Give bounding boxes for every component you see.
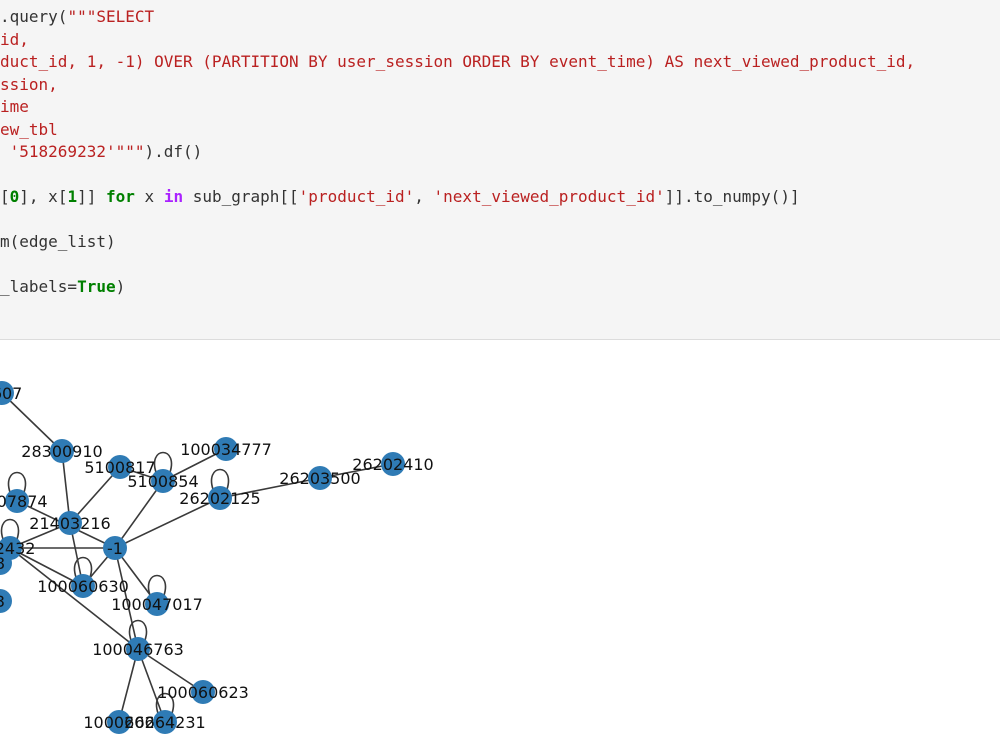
code-token: 0: [9, 187, 20, 206]
graph-self-loop: [0, 518, 20, 543]
code-token: ssion,: [0, 74, 58, 94]
graph-self-loop: [147, 574, 167, 599]
code-line: [0], x[1]] for x in sub_graph[['product_…: [0, 186, 800, 208]
graph-node-label: 0607: [0, 384, 22, 403]
graph-edge: [137, 648, 204, 693]
graph-node-label: 5100817: [84, 458, 155, 477]
graph-node: [103, 536, 127, 560]
code-token: 'product_id': [298, 187, 415, 206]
graph-node-label: 1000606: [83, 713, 154, 732]
graph-self-loop: [210, 468, 230, 493]
graph-edge: [61, 450, 71, 524]
code-line: duct_id, 1, -1) OVER (PARTITION BY user_…: [0, 51, 915, 73]
code-token: duct_id, 1, -1) OVER (PARTITION BY user_…: [0, 52, 916, 71]
code-token: ]]: [77, 187, 106, 206]
graph-self-loop: [7, 471, 27, 496]
network-graph: 0607283009105100817100034777510085426202…: [0, 381, 434, 734]
graph-node: [145, 592, 169, 616]
graph-node: [107, 710, 131, 734]
graph-node: [214, 437, 238, 461]
graph-node-label: 3: [0, 592, 5, 611]
code-line: id,: [0, 29, 29, 51]
graph-edge: [219, 477, 321, 499]
graph-edge: [118, 648, 139, 723]
graph-node: [208, 486, 232, 510]
code-token: 1: [67, 187, 78, 206]
code-token: sub_graph[[: [183, 187, 299, 206]
graph-node-label: 28300910: [21, 442, 102, 461]
graph-node-label: 100060623: [157, 683, 249, 702]
graph-node-label: 100034777: [180, 440, 272, 459]
graph-node-label: 8: [0, 554, 5, 573]
graph-node: [153, 710, 177, 734]
code-token: .query(: [0, 7, 68, 26]
graph-node: [50, 439, 74, 463]
code-line: ime: [0, 96, 29, 118]
graph-node: [5, 489, 29, 513]
graph-node-label: 26264231: [124, 713, 205, 732]
code-token: _labels=: [0, 277, 78, 296]
graph-node: [308, 466, 332, 490]
graph-node-label: 02432: [0, 539, 35, 558]
code-line: '518269232'""").df(): [0, 141, 203, 163]
graph-node-label: 100046763: [92, 640, 184, 659]
graph-self-loop: [128, 619, 148, 644]
code-token: ]].to_numpy()]: [664, 187, 800, 206]
graph-edge: [114, 547, 139, 650]
graph-node: [151, 469, 175, 493]
code-line: ew_tbl: [0, 119, 58, 141]
graph-node: [0, 381, 14, 405]
graph-edge: [114, 480, 164, 549]
graph-node: [0, 551, 12, 575]
code-line: _labels=True): [0, 276, 125, 298]
graph-node-label: 26202125: [179, 489, 260, 508]
code-token: ,: [414, 187, 434, 206]
graph-node-label: 21403216: [29, 514, 110, 533]
output-area: 0607283009105100817100034777510085426202…: [0, 341, 1000, 750]
code-token: ], x[: [19, 187, 68, 206]
code-token: True: [77, 277, 116, 296]
code-token: """SELECT: [67, 7, 155, 26]
graph-edge: [319, 463, 394, 479]
graph-node-label: 100047017: [111, 595, 203, 614]
code-line: m(edge_list): [0, 231, 116, 253]
graph-edge: [69, 466, 121, 524]
code-line: ssion,: [0, 74, 58, 96]
graph-node: [0, 589, 12, 613]
code-token: in: [163, 187, 184, 206]
graph-node: [108, 455, 132, 479]
graph-node-label: 26203500: [279, 469, 360, 488]
graph-node: [126, 637, 150, 661]
code-token: x: [134, 187, 164, 206]
graph-edge: [9, 547, 139, 650]
graph-node-label: 26202410: [352, 455, 433, 474]
graph-node: [381, 452, 405, 476]
graph-self-loop: [73, 556, 93, 581]
graph-node-label: 100060630: [37, 577, 129, 596]
code-token: [: [0, 187, 10, 206]
graph-node-label: 5100854: [127, 472, 198, 491]
graph-node: [58, 511, 82, 535]
graph-edge: [114, 497, 221, 549]
graph-self-loop: [155, 692, 175, 717]
code-token: '518269232'""": [0, 142, 145, 161]
graph-edge: [137, 648, 166, 723]
graph-edge: [9, 547, 84, 587]
code-token: m(edge_list): [0, 232, 116, 251]
code-line: .query("""SELECT: [0, 6, 154, 28]
graph-node-label: -1: [107, 539, 123, 558]
graph-edge: [1, 392, 63, 452]
code-token: ew_tbl: [0, 119, 58, 139]
graph-node-label: 407874: [0, 492, 48, 511]
graph-self-loop: [153, 451, 173, 476]
code-token: for: [106, 187, 135, 206]
code-token: ime: [0, 97, 29, 116]
code-token: 'next_viewed_product_id': [433, 187, 665, 206]
code-token: id,: [0, 29, 29, 49]
graph-node: [191, 680, 215, 704]
code-token: ): [115, 277, 126, 296]
code-token: ).df(): [144, 142, 203, 161]
graph-node: [71, 574, 95, 598]
